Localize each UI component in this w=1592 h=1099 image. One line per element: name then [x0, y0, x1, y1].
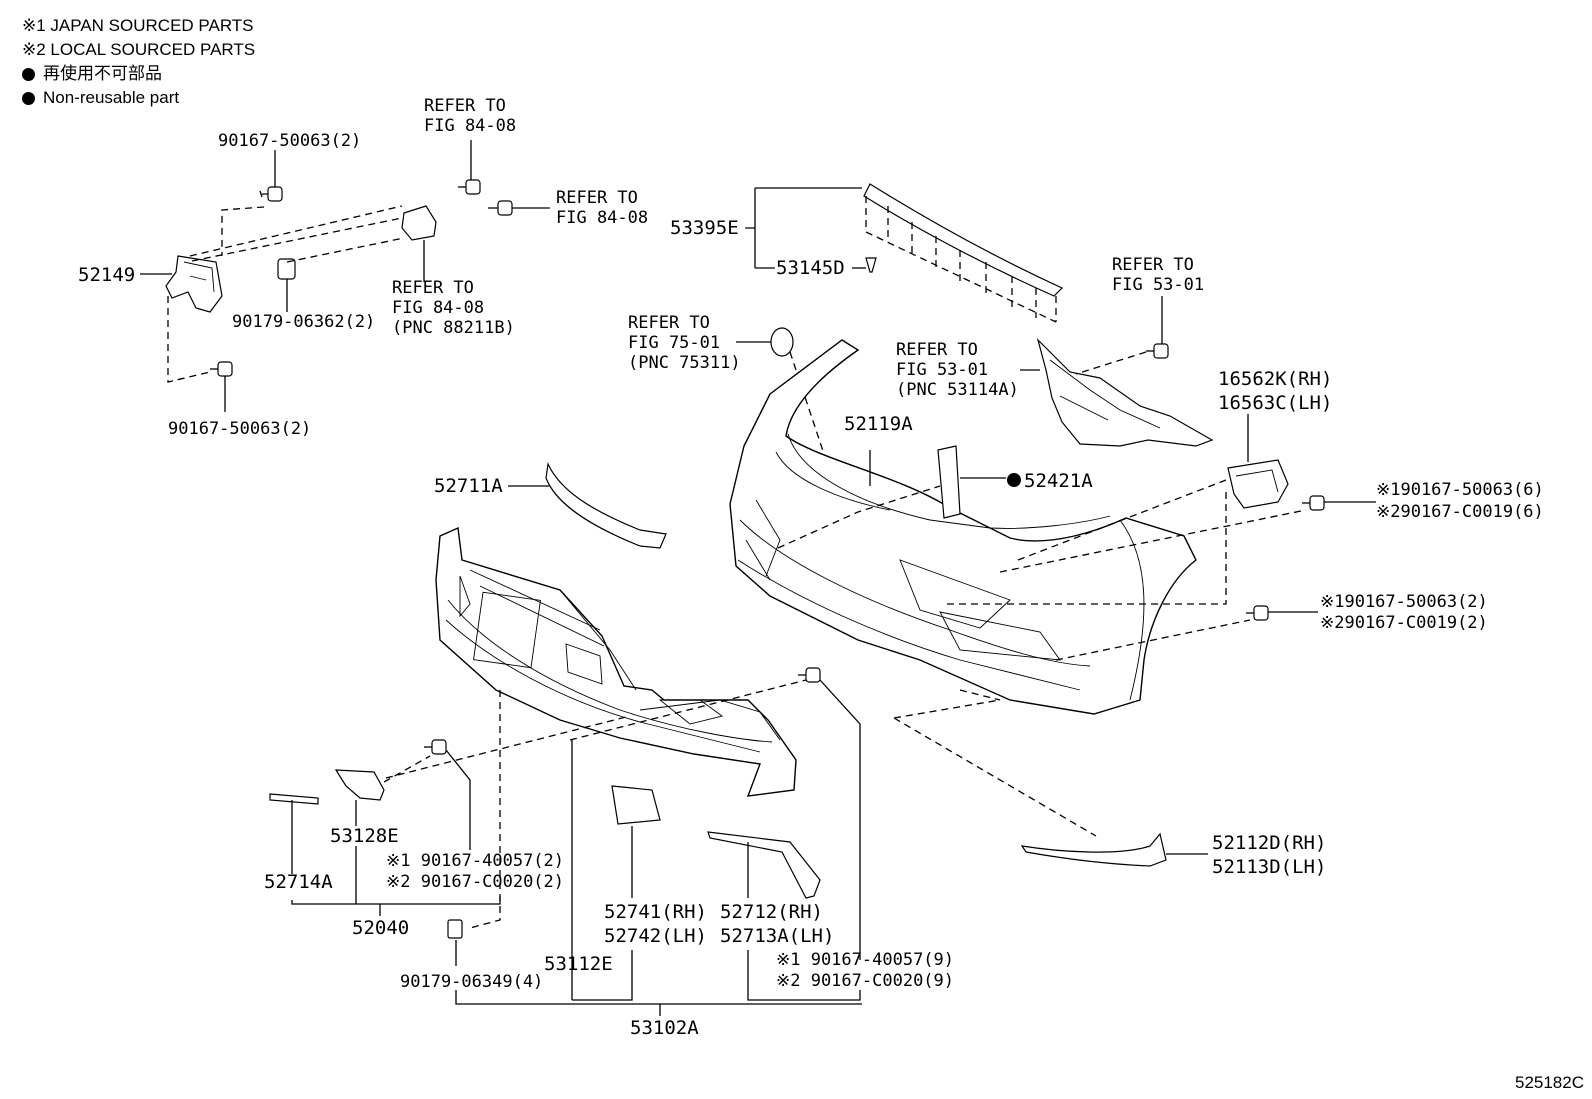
- trim-52421A: [937, 445, 961, 519]
- label-90179-b: 90179-06349(4): [400, 972, 543, 992]
- bolt-icon: [1146, 343, 1169, 359]
- label-refer-mid-2: FIG 84-08: [392, 298, 484, 318]
- labels: 90167-50063(2) REFER TO FIG 84-08 REFER …: [78, 96, 1544, 1039]
- label-refer-75-2: FIG 75-01: [628, 333, 720, 353]
- label-refer-mid-3: (PNC 88211B): [392, 318, 515, 338]
- label-52113D: 52113D(LH): [1212, 856, 1326, 878]
- label-52714A: 52714A: [264, 871, 333, 893]
- legend: ※1 JAPAN SOURCED PARTS ※2 LOCAL SOURCED …: [22, 14, 255, 110]
- legend-nonreuse-en: Non-reusable part: [43, 88, 180, 107]
- bullet-icon: [22, 67, 35, 81]
- moulding-52714A: [269, 793, 319, 805]
- bolt-icon: [424, 739, 447, 755]
- label-53145D: 53145D: [776, 257, 845, 279]
- label-refer-top-2: FIG 84-08: [424, 116, 516, 136]
- label-52711A: 52711A: [434, 475, 503, 497]
- bracket-16562K: [1227, 459, 1289, 509]
- bolt-icon: [1246, 605, 1269, 621]
- clip-icon: [865, 257, 877, 273]
- label-refer-75-1: REFER TO: [628, 313, 710, 333]
- legend-nonreuse-jp-row: 再使用不可部品: [22, 62, 255, 86]
- garnish-52741: [611, 785, 661, 825]
- emblem-75311: [770, 327, 794, 357]
- moulding-52711A-group: [508, 461, 667, 549]
- lower-grille-53112E: [385, 526, 807, 1000]
- molding-53395E-group: [745, 183, 1064, 323]
- bolt-icon: [1302, 495, 1325, 511]
- label-52112D: 52112D(RH): [1212, 832, 1326, 854]
- bolt-icon: [210, 361, 233, 377]
- bumper-cover-52119A: [729, 339, 1307, 715]
- bracket-16562K-group: [1227, 414, 1289, 509]
- moulding-52712: [707, 831, 821, 899]
- label-52119A: 52119A: [844, 413, 913, 435]
- label-53128E: 53128E: [330, 825, 399, 847]
- legend-japan: ※1 JAPAN SOURCED PARTS: [22, 16, 254, 35]
- legend-local: ※2 LOCAL SOURCED PARTS: [22, 40, 256, 59]
- label-refer-mid-1: REFER TO: [392, 278, 474, 298]
- bolt-icon: [458, 179, 481, 195]
- label-refer-75-3: (PNC 75311): [628, 353, 741, 373]
- label-fast-l-a: ※1 90167-40057(2): [386, 851, 564, 871]
- label-fast-9-a: ※1 90167-40057(9): [776, 950, 954, 970]
- bolt-icon: [798, 667, 821, 683]
- label-16562K: 16562K(RH): [1218, 368, 1332, 390]
- bolt-icon: [259, 186, 283, 202]
- sensor-88211B: [401, 205, 437, 241]
- legend-nonreuse-en-row: Non-reusable part: [22, 86, 255, 110]
- extension-52112D-group: [893, 699, 1208, 867]
- label-fast-6-b: ※290167-C0019(6): [1376, 502, 1544, 522]
- label-fast-2-b: ※290167-C0019(2): [1320, 613, 1488, 633]
- legend-nonreuse-jp: 再使用不可部品: [43, 64, 162, 83]
- label-16563C: 16563C(LH): [1218, 392, 1332, 414]
- bracket-53114A: [1036, 337, 1214, 447]
- label-fast-9-b: ※2 90167-C0020(9): [776, 971, 954, 991]
- cover-53128E: [334, 769, 385, 801]
- label-refer-top-1: REFER TO: [424, 96, 506, 116]
- molding-53395E: [863, 183, 1064, 297]
- label-refer-right-2: FIG 84-08: [556, 208, 648, 228]
- bracket-52149-group: [140, 140, 550, 412]
- clip-icon: [447, 919, 463, 939]
- label-fast-2-a: ※190167-50063(2): [1320, 592, 1488, 612]
- label-refer-531-2: FIG 53-01: [896, 360, 988, 380]
- bracket-53114A-group: [1020, 296, 1214, 447]
- label-52741: 52741(RH): [604, 901, 707, 923]
- bullet-icon: [22, 91, 35, 105]
- clip-icon: [277, 258, 296, 280]
- figure-id: 525182C: [1514, 1073, 1584, 1092]
- label-90179-a: 90179-06362(2): [232, 312, 375, 332]
- label-refer-right-1: REFER TO: [556, 188, 638, 208]
- label-refer-531-3: (PNC 53114A): [896, 380, 1019, 400]
- label-fast-l-b: ※2 90167-C0020(2): [386, 872, 564, 892]
- label-53395E: 53395E: [670, 217, 739, 239]
- left-pieces: [269, 739, 501, 966]
- moulding-52711A: [545, 461, 667, 549]
- label-fast-6-a: ※190167-50063(6): [1376, 480, 1544, 500]
- lower-mouldings: [455, 667, 862, 1016]
- label-52742: 52742(LH): [604, 925, 707, 947]
- label-90167-bot: 90167-50063(2): [168, 419, 311, 439]
- bolt-icon: [488, 200, 513, 216]
- label-53102A: 53102A: [630, 1017, 699, 1039]
- label-refer-53-1: REFER TO: [1112, 255, 1194, 275]
- label-53112E: 53112E: [544, 953, 613, 975]
- label-52149: 52149: [78, 264, 135, 286]
- label-52713A: 52713A(LH): [720, 925, 834, 947]
- fasteners-right: [1246, 495, 1376, 621]
- extension-52112D: [1020, 832, 1167, 867]
- label-52040: 52040: [352, 917, 409, 939]
- label-52712: 52712(RH): [720, 901, 823, 923]
- label-refer-53-2: FIG 53-01: [1112, 275, 1204, 295]
- bracket-52149: [165, 255, 223, 313]
- label-refer-531-1: REFER TO: [896, 340, 978, 360]
- label-90167-top: 90167-50063(2): [218, 131, 361, 151]
- label-52421A: 52421A: [1024, 470, 1093, 492]
